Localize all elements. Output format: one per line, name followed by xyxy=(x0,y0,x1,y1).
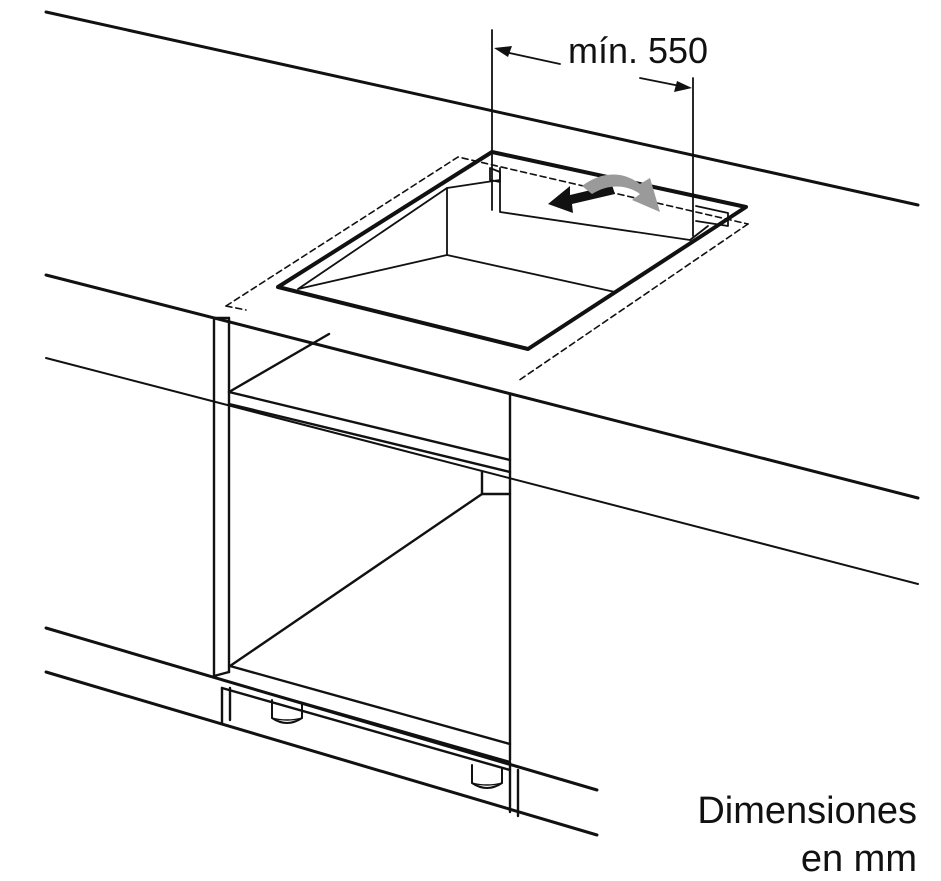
units-note-line2: en mm xyxy=(800,838,917,880)
airflow-arrow-curved-icon xyxy=(582,174,660,212)
units-note-line1: Dimensiones xyxy=(697,790,917,832)
cutout-cavity xyxy=(297,167,729,293)
plinth xyxy=(44,626,599,837)
hob-cutout xyxy=(276,150,748,351)
cabinet-feet xyxy=(271,699,503,789)
dimension-arrowhead-left xyxy=(494,46,512,57)
countertop-front-edge xyxy=(44,273,920,500)
dimension-label: mín. 550 xyxy=(568,30,709,71)
base-cabinet xyxy=(212,316,520,818)
countertop-back-edge xyxy=(44,10,920,207)
dimension-arrowhead-right xyxy=(674,81,692,92)
countertop xyxy=(44,10,920,585)
airflow-arrow-left-icon xyxy=(548,185,615,213)
dimension-min-550 xyxy=(491,29,694,237)
airflow-arrows xyxy=(548,174,660,213)
cabinet-foot-right xyxy=(471,764,503,789)
cabinet-foot-left xyxy=(271,699,303,724)
plinth-bottom-line xyxy=(44,670,599,837)
cabinet-bottom xyxy=(220,678,512,772)
cabinet-shelf xyxy=(227,390,512,462)
